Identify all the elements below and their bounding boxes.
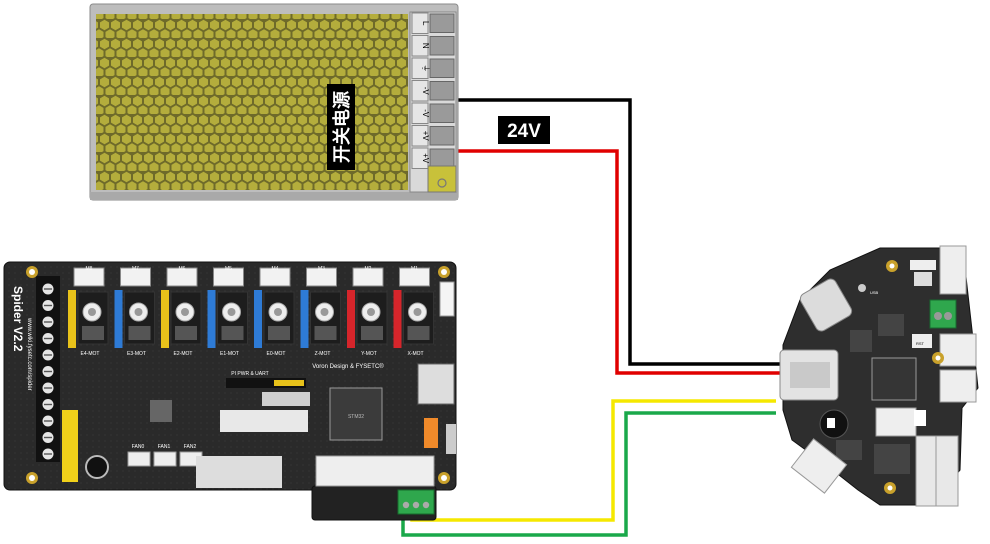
- psu-terminal-label: -V: [421, 87, 430, 96]
- psu-vent-mesh: [96, 14, 408, 190]
- fan-label: FAN0: [132, 444, 145, 450]
- motor-connector: [352, 267, 384, 287]
- psu-terminal-label-cell: [411, 147, 429, 169]
- usb-c-port: [799, 278, 853, 332]
- psu-terminal-label: L: [421, 21, 430, 26]
- driver-header: [68, 290, 76, 348]
- motor-header-label: M7: [132, 266, 139, 272]
- psu-terminal-label: ⏚: [421, 64, 430, 72]
- psu-terminal-label-cell: [411, 35, 429, 57]
- fan-connector: [127, 451, 151, 467]
- psu-terminal-screw: [429, 81, 455, 101]
- motor-connector: [73, 267, 105, 287]
- psu-terminal-label-cell: [411, 102, 429, 124]
- motor-header-label: M1: [411, 266, 418, 272]
- psu-label: 开关电源: [331, 91, 352, 163]
- fan-connector: [153, 451, 177, 467]
- psu-terminal-label: N: [421, 43, 430, 49]
- usb-label: USB: [870, 290, 879, 295]
- psu-terminal-screw: [429, 126, 455, 146]
- motor-header-label: M8: [86, 266, 93, 272]
- driver-header: [393, 290, 402, 348]
- power-supply: L N ⏚ -V -V +V +V 开关电源: [89, 3, 459, 201]
- psu-terminal-screw: [429, 58, 455, 78]
- spider-mainboard: Spider V2.2 www.wiki.fysetc.com/spider M…: [3, 261, 457, 521]
- psu-terminal-screw: [429, 148, 455, 168]
- psu-terminal-label: +V: [421, 153, 430, 164]
- motor-header-label: M3: [318, 266, 325, 272]
- motor-header-label: M4: [272, 266, 279, 272]
- fan-label: FAN2: [184, 444, 197, 450]
- rst-button-label: RST: [916, 341, 925, 346]
- board-model: Spider V2.2: [11, 286, 25, 352]
- positive-wire: [457, 149, 782, 375]
- voltage-label-box: 24V: [498, 116, 550, 144]
- motor-connector: [166, 267, 198, 287]
- driver-header: [300, 290, 309, 348]
- driver-header: [347, 290, 355, 348]
- psu-terminal-label-cell: [411, 57, 429, 79]
- pi-label: PI PWR & UART: [231, 371, 268, 377]
- board-website: www.wiki.fysetc.com/spider: [26, 317, 32, 391]
- toolboard-mcu: [871, 357, 917, 401]
- negative-wire: [457, 98, 782, 366]
- psu-terminal-screw: [429, 103, 455, 123]
- driver-header: [114, 290, 123, 348]
- motor-label: E4-MOT: [81, 351, 100, 357]
- psu-terminal-screw: [429, 36, 455, 56]
- motor-connector: [213, 267, 244, 287]
- wires: [401, 98, 782, 537]
- psu-terminal-screw: [429, 13, 455, 33]
- fan-connector: [790, 438, 848, 494]
- motor-label: E2-MOT: [174, 351, 193, 357]
- driver-header: [254, 290, 262, 348]
- voltage-label: 24V: [507, 121, 541, 142]
- psu-terminal-label: +V: [421, 131, 430, 142]
- psu-terminal-label-cell: [411, 125, 429, 147]
- motor-connector: [399, 267, 430, 287]
- motor-label: Z-MOT: [315, 351, 331, 357]
- driver-header: [161, 290, 169, 348]
- motor-header-label: M2: [365, 266, 372, 272]
- brand-label: Voron Design & FYSETC®: [312, 363, 384, 370]
- mcu-chip: [329, 387, 383, 441]
- psu-terminal-block: L N ⏚ -V -V +V +V: [411, 12, 455, 169]
- can-high-wire: [410, 399, 776, 522]
- motor-label: E1-MOT: [220, 351, 239, 357]
- motor-connector: [259, 267, 291, 287]
- fan-label: FAN1: [158, 444, 171, 450]
- motor-label: E3-MOT: [127, 351, 146, 357]
- mcu-label: STM32: [348, 414, 364, 420]
- motor-connector: [120, 267, 151, 287]
- motor-label: E0-MOT: [267, 351, 286, 357]
- motor-header-label: M6: [179, 266, 186, 272]
- psu-terminal-label: -V: [421, 109, 430, 118]
- motor-label: Y-MOT: [361, 351, 377, 357]
- driver-header: [207, 290, 216, 348]
- toolhead-board: USB RST: [779, 245, 979, 507]
- motor-connector: [306, 267, 337, 287]
- motor-header-label: M5: [225, 266, 232, 272]
- psu-terminal-label-cell: [411, 80, 429, 102]
- motor-label: X-MOT: [407, 351, 423, 357]
- can-low-wire: [401, 411, 776, 537]
- psu-terminal-label-cell: [411, 12, 429, 34]
